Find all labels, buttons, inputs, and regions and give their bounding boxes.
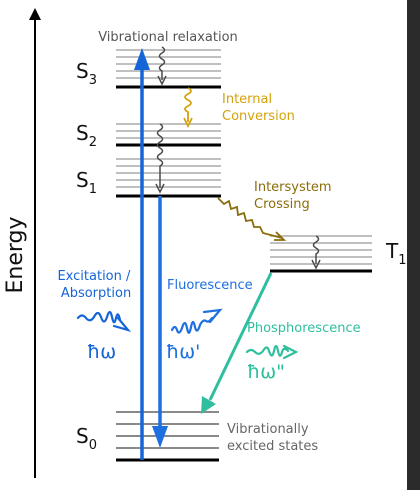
s0-label: S0 [76, 424, 97, 453]
phosphorescence-photon-wave-icon [245, 344, 299, 360]
vibrationally-excited-label: Vibrationally excited states [227, 422, 318, 454]
phosphorescence-arrow [201, 272, 273, 414]
intersystem-crossing-squiggle [217, 197, 287, 241]
fluorescence-photon-wave-icon [170, 308, 223, 334]
s3-band [116, 49, 221, 79]
internal-conversion-label: Internal Conversion [222, 92, 295, 124]
vibrational-relaxation-squiggle-s3 [157, 46, 167, 86]
energy-axis-label: Energy [3, 216, 28, 293]
s2-label: S2 [76, 121, 97, 150]
fluorescence-photon-label: ħω' [166, 341, 200, 363]
absorption-arrow [134, 48, 150, 460]
vibrational-relaxation-squiggle-t1 [311, 235, 321, 270]
energy-axis-arrowhead [29, 8, 41, 20]
t1-label: T1 [385, 239, 407, 268]
vibrational-relaxation-squiggle-s2s1 [155, 123, 165, 194]
s1-band [116, 158, 221, 188]
s0-band [116, 411, 219, 449]
t1-band [270, 235, 372, 265]
absorption-photon-label: ħω [87, 341, 116, 363]
s2-band [116, 123, 221, 139]
absorption-photon-wave-icon [76, 310, 132, 333]
phosphorescence-label: Phosphorescence [247, 321, 361, 336]
vibrational-relaxation-label: Vibrational relaxation [98, 30, 238, 45]
s3-label: S3 [76, 59, 97, 88]
internal-conversion-squiggle [183, 87, 193, 129]
intersystem-crossing-label: Intersystem Crossing [254, 180, 336, 212]
fluorescence-label: Fluorescence [167, 278, 253, 293]
s1-label: S1 [76, 168, 97, 197]
fluorescence-arrow [152, 196, 168, 448]
phosphorescence-photon-label: ħω" [247, 361, 285, 383]
excitation-label: Excitation / Absorption [57, 269, 134, 301]
